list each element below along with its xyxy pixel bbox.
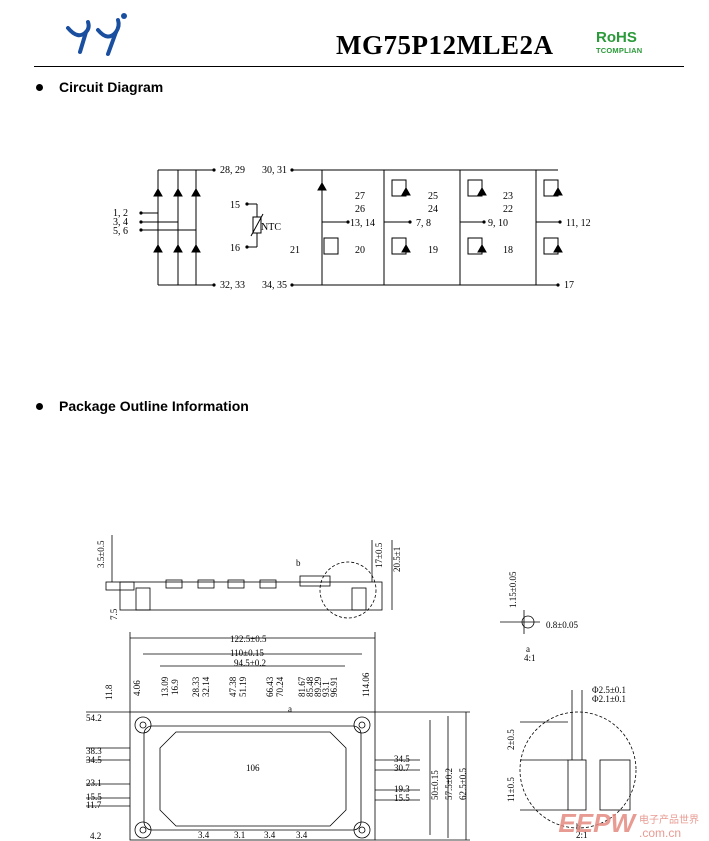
circuit-diagram-title: Circuit Diagram <box>59 79 164 95</box>
ntc-label: NTC <box>261 222 281 233</box>
pin-label: 21 <box>290 245 300 256</box>
pin-label: 7, 8 <box>416 218 431 229</box>
dim-label: 110±0.15 <box>230 648 264 658</box>
dim-label: 122.5±0.5 <box>230 634 267 644</box>
dim-label: 0.8±0.05 <box>546 620 578 630</box>
dim-label: 3.1 <box>234 830 245 840</box>
dim-label: 93.1 <box>321 681 331 697</box>
dim-label: 11.7 <box>86 800 102 810</box>
dim-label: 30.7 <box>394 763 410 773</box>
dim-label: 85.48 <box>305 676 315 697</box>
watermark-brand: EEPW <box>558 808 635 838</box>
dim-label: 34.5 <box>86 755 102 765</box>
company-logo-icon <box>66 13 127 56</box>
package-outline-title: Package Outline Information <box>59 398 249 414</box>
dim-label: 7.5 <box>109 608 119 620</box>
pin-label: 9, 10 <box>488 218 508 229</box>
circuit-diagram-heading: Circuit Diagram <box>36 79 163 95</box>
dim-label: 4.06 <box>132 680 142 696</box>
watermark-url: .com.cn <box>639 826 682 840</box>
dim-label: 15.5 <box>394 793 410 803</box>
dim-label: 70.24 <box>275 676 285 697</box>
dim-label: 114.06 <box>361 672 371 697</box>
dim-label: 4.2 <box>90 831 101 841</box>
pin-label: 27 <box>355 191 365 202</box>
dim-label: 13.09 <box>160 676 170 697</box>
dim-label: 23.1 <box>86 778 102 788</box>
pin-label: 24 <box>428 204 438 215</box>
dim-label: 1.15±0.05 <box>508 571 518 608</box>
dim-label: 3.4 <box>296 830 308 840</box>
detail-b-label: b <box>576 822 581 832</box>
pin-label: 32, 33 <box>220 280 245 291</box>
rohs-subtitle: TCOMPLIAN <box>596 46 643 55</box>
dim-label: 19.3 <box>394 784 410 794</box>
watermark: EEPW 电子产品世界 .com.cn <box>558 808 699 839</box>
pin-label: 16 <box>230 243 240 254</box>
pin-label: 5, 6 <box>113 226 128 237</box>
dim-label: 20.5±1 <box>392 547 402 572</box>
package-outline-heading: Package Outline Information <box>36 398 249 414</box>
dim-label: 89.29 <box>313 676 323 697</box>
pin-label: 11, 12 <box>566 218 591 229</box>
scale-label: 4:1 <box>524 653 536 663</box>
dim-label: 11.8 <box>104 684 114 700</box>
dim-label: 50±0.15 <box>430 770 440 800</box>
bullet-icon <box>36 83 43 91</box>
bullet-icon <box>36 402 43 410</box>
dim-label: 11±0.5 <box>506 777 516 802</box>
pin-label: 23 <box>503 191 513 202</box>
pin-label: 15 <box>230 200 240 211</box>
detail-b-label: b <box>296 558 301 568</box>
pin-label: 3, 4 <box>113 217 128 228</box>
part-number: MG75P12MLE2A <box>336 30 554 60</box>
pin-label: 1, 2 <box>113 208 128 219</box>
pin-label: 13, 14 <box>350 218 375 229</box>
dim-label: 28.33 <box>191 676 201 697</box>
pin-label: 34, 35 <box>262 280 287 291</box>
dim-label: 3.4 <box>198 830 210 840</box>
watermark-cn: 电子产品世界 <box>639 815 699 826</box>
dim-label: 38.3 <box>86 746 102 756</box>
circuit-diagram: 1, 2 3, 4 5, 6 28, 29 32, 33 15 16 NTC 3… <box>113 165 591 291</box>
pin-label: 18 <box>503 245 513 256</box>
dim-label: 32.14 <box>201 676 211 697</box>
pin-label: 26 <box>355 204 365 215</box>
pin-label: 30, 31 <box>262 165 287 176</box>
dim-label: Φ2.5±0.1 <box>592 685 626 695</box>
dim-label: 34.5 <box>394 754 410 764</box>
pin-label: 17 <box>564 280 574 291</box>
dim-label: 17±0.5 <box>374 542 384 568</box>
dim-label: Φ2.1±0.1 <box>592 694 626 704</box>
dim-label: 51.19 <box>238 676 248 697</box>
dim-label: 54.2 <box>86 713 102 723</box>
pin-label: 19 <box>428 245 438 256</box>
detail-a-label: a <box>526 644 530 654</box>
dim-label: 15.5 <box>86 792 102 802</box>
dim-label: 66.43 <box>265 676 275 697</box>
dim-label: 96.91 <box>329 677 339 697</box>
pin-label: 28, 29 <box>220 165 245 176</box>
rohs-badge: RoHS TCOMPLIAN <box>596 29 658 56</box>
package-outline-drawing: 3.5±0.5 17±0.5 20.5±1 7.5 b 122.5±0.5 11… <box>86 535 637 841</box>
dim-label: 16.9 <box>170 679 180 695</box>
dim-label: 106 <box>246 763 260 773</box>
pin-label: 20 <box>355 245 365 256</box>
dim-label: 3.4 <box>264 830 276 840</box>
scale-label: 2:1 <box>576 830 588 840</box>
dim-label: 94.5±0.2 <box>234 658 266 668</box>
dim-label: 3.5±0.5 <box>96 540 106 568</box>
pin-label: 25 <box>428 191 438 202</box>
dim-label: 81.67 <box>297 676 307 697</box>
pin-label: 22 <box>503 204 513 215</box>
detail-a-label: a <box>288 704 292 714</box>
dim-label: 62.5±0.5 <box>458 768 468 800</box>
dim-label: 47.38 <box>228 676 238 697</box>
dim-label: 2±0.5 <box>506 729 516 750</box>
header-divider <box>34 66 684 67</box>
rohs-title: RoHS <box>596 29 637 46</box>
dim-label: 57.5±0.2 <box>444 768 454 800</box>
